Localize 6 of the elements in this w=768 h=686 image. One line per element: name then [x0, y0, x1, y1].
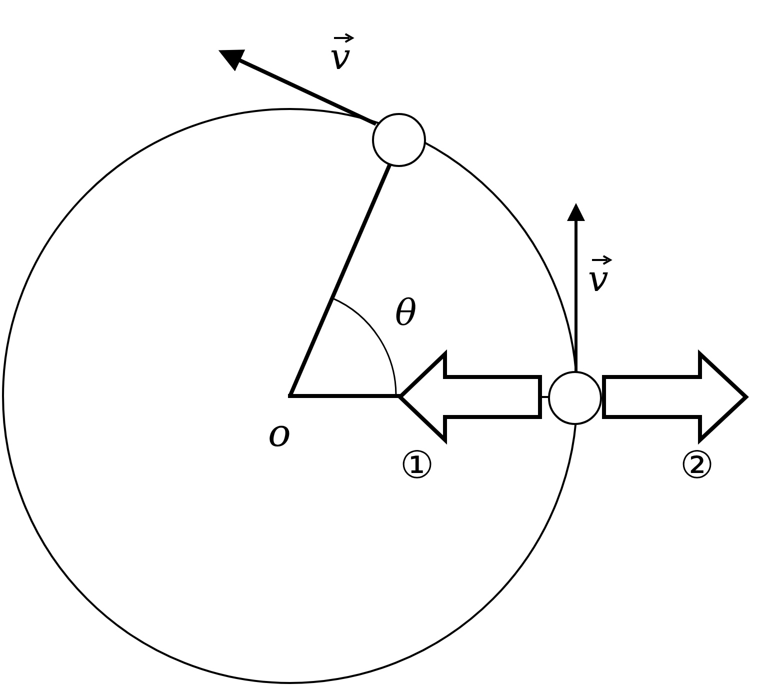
callout-number: ② [680, 446, 714, 484]
angle-label: θ [395, 296, 417, 332]
vector-label: v [588, 262, 608, 298]
origin-label: o [268, 414, 291, 452]
vector-label: v [330, 40, 350, 76]
callout-number: ① [400, 446, 434, 484]
